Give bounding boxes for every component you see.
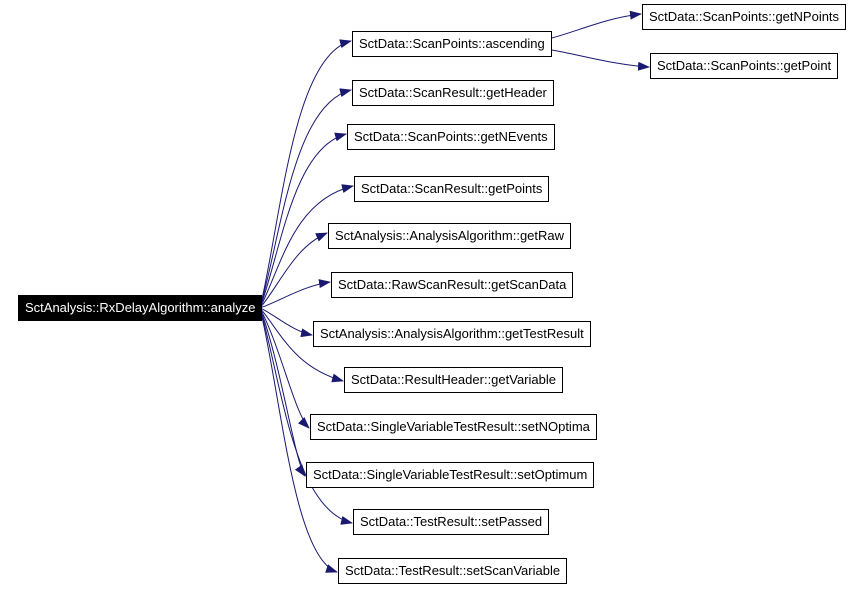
graph-node-getRaw[interactable]: SctAnalysis::AnalysisAlgorithm::getRaw (328, 223, 572, 249)
call-edge-analyze-to-setNOptima (261, 311, 310, 429)
call-edge-analyze-to-ascending (261, 39, 352, 300)
graph-node-setScanVariable[interactable]: SctData::TestResult::setScanVariable (338, 558, 568, 584)
call-edge-analyze-to-getVariable (261, 310, 344, 383)
graph-node-getNPoints[interactable]: SctData::ScanPoints::getNPoints (642, 4, 847, 30)
graph-node-setPassed[interactable]: SctData::TestResult::setPassed (353, 509, 550, 535)
graph-node-main-analyze[interactable]: SctAnalysis::RxDelayAlgorithm::analyze (18, 295, 263, 321)
call-edge-analyze-to-getTestResult (261, 308, 313, 338)
graph-node-getPoint[interactable]: SctData::ScanPoints::getPoint (650, 53, 839, 79)
call-edge-analyze-to-setOptimum (261, 313, 306, 477)
call-edge-analyze-to-setPassed (261, 315, 353, 525)
call-edge-analyze-to-getNEvents (261, 132, 347, 303)
graph-node-getVariable[interactable]: SctData::ResultHeader::getVariable (344, 367, 563, 393)
graph-node-getNEvents[interactable]: SctData::ScanPoints::getNEvents (347, 124, 555, 150)
graph-node-ascending[interactable]: SctData::ScanPoints::ascending (352, 31, 552, 57)
call-edge-analyze-to-getHeader (261, 88, 352, 301)
graph-node-setNOptima[interactable]: SctData::SingleVariableTestResult::setNO… (310, 414, 597, 440)
graph-node-getHeader[interactable]: SctData::ScanResult::getHeader (352, 80, 554, 106)
graph-node-getTestResult[interactable]: SctAnalysis::AnalysisAlgorithm::getTestR… (313, 321, 591, 347)
call-edge-analyze-to-getPoints (261, 184, 354, 305)
call-edge-analyze-to-setScanVariable (261, 316, 338, 573)
graph-node-getScanData[interactable]: SctData::RawScanResult::getScanData (331, 272, 574, 298)
graph-node-getPoints[interactable]: SctData::ScanResult::getPoints (354, 176, 550, 202)
call-edge-ascending-to-getNPoints (551, 10, 642, 39)
call-edge-ascending-to-getPoint (551, 49, 650, 71)
call-edge-analyze-to-getScanData (261, 279, 331, 308)
call-edge-analyze-to-getRaw (261, 232, 328, 306)
graph-node-setOptimum[interactable]: SctData::SingleVariableTestResult::setOp… (306, 462, 595, 488)
